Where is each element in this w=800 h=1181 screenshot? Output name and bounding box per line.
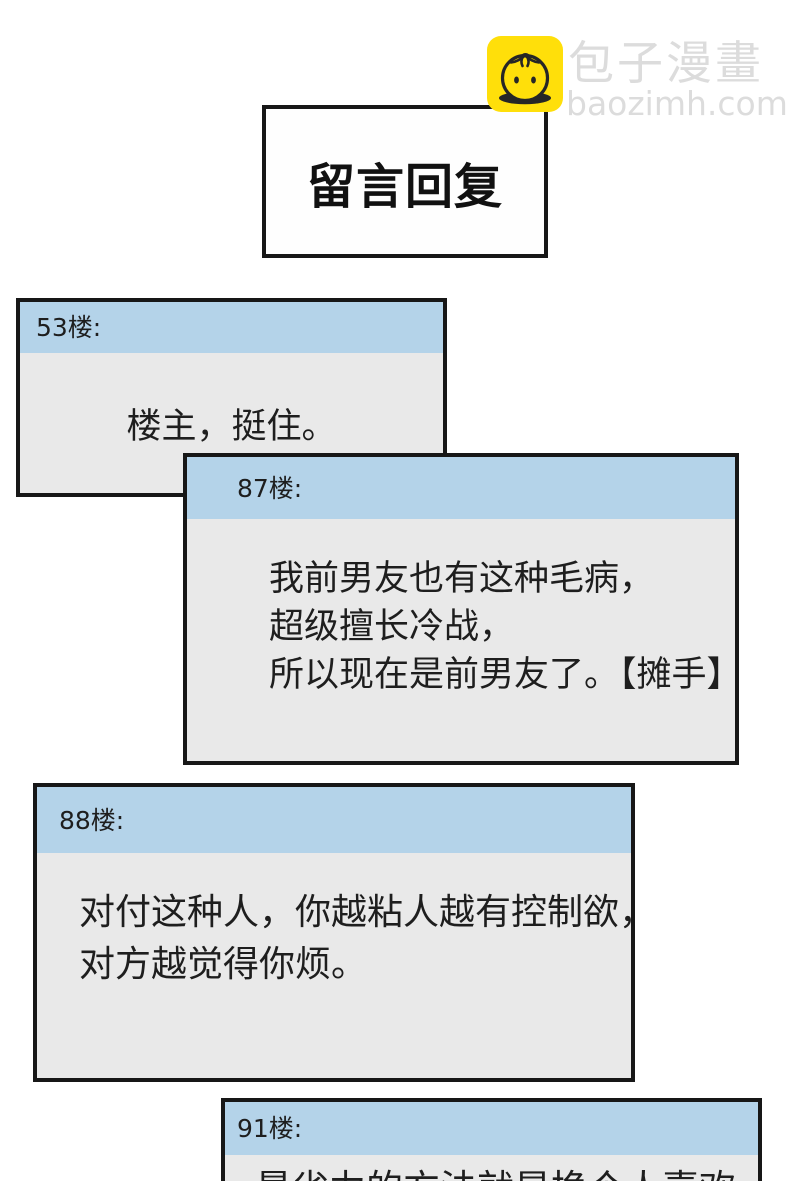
comment-box-91: 91楼: 最省力的方法就是换个人喜欢 bbox=[221, 1098, 762, 1181]
comment-header: 87楼: bbox=[187, 457, 735, 519]
comment-header: 53楼: bbox=[20, 302, 443, 353]
comment-body: 我前男友也有这种毛病， 超级擅长冷战， 所以现在是前男友了。【摊手】 bbox=[187, 519, 742, 761]
comment-line: 楼主，挺住。 bbox=[126, 406, 337, 447]
comment-line: 所以现在是前男友了。【摊手】 bbox=[269, 655, 742, 695]
comment-box-88: 88楼: 对付这种人，你越粘人越有控制欲， 对方越觉得你烦。 bbox=[33, 783, 656, 1082]
page-title: 留言回复 bbox=[306, 158, 503, 215]
comment-line: 超级擅长冷战， bbox=[269, 607, 515, 647]
comment-box-87: 87楼: 我前男友也有这种毛病， 超级擅长冷战， 所以现在是前男友了。【摊手】 bbox=[183, 453, 742, 765]
comment-line: 最省力的方法就是换个人喜欢 bbox=[255, 1164, 748, 1181]
comment-header: 88楼: bbox=[37, 787, 631, 853]
watermark-domain: baozimh.com bbox=[566, 84, 788, 123]
floor-label: 91楼: bbox=[237, 1114, 303, 1143]
comment-line: 对付这种人，你越粘人越有控制欲， bbox=[79, 892, 656, 933]
watermark-brand: 包子漫畫 bbox=[568, 36, 764, 90]
comment-body: 最省力的方法就是换个人喜欢 bbox=[225, 1155, 758, 1181]
floor-label: 87楼: bbox=[237, 473, 303, 503]
floor-label: 88楼: bbox=[59, 805, 125, 835]
baozi-bun-icon bbox=[487, 36, 563, 112]
comment-body: 对付这种人，你越粘人越有控制欲， 对方越觉得你烦。 bbox=[37, 853, 656, 1078]
comment-line: 对方越觉得你烦。 bbox=[79, 944, 368, 985]
comment-header: 91楼: bbox=[225, 1102, 758, 1155]
comment-line: 我前男友也有这种毛病， bbox=[269, 559, 655, 599]
floor-label: 53楼: bbox=[36, 313, 102, 342]
title-box: 留言回复 bbox=[262, 105, 548, 258]
